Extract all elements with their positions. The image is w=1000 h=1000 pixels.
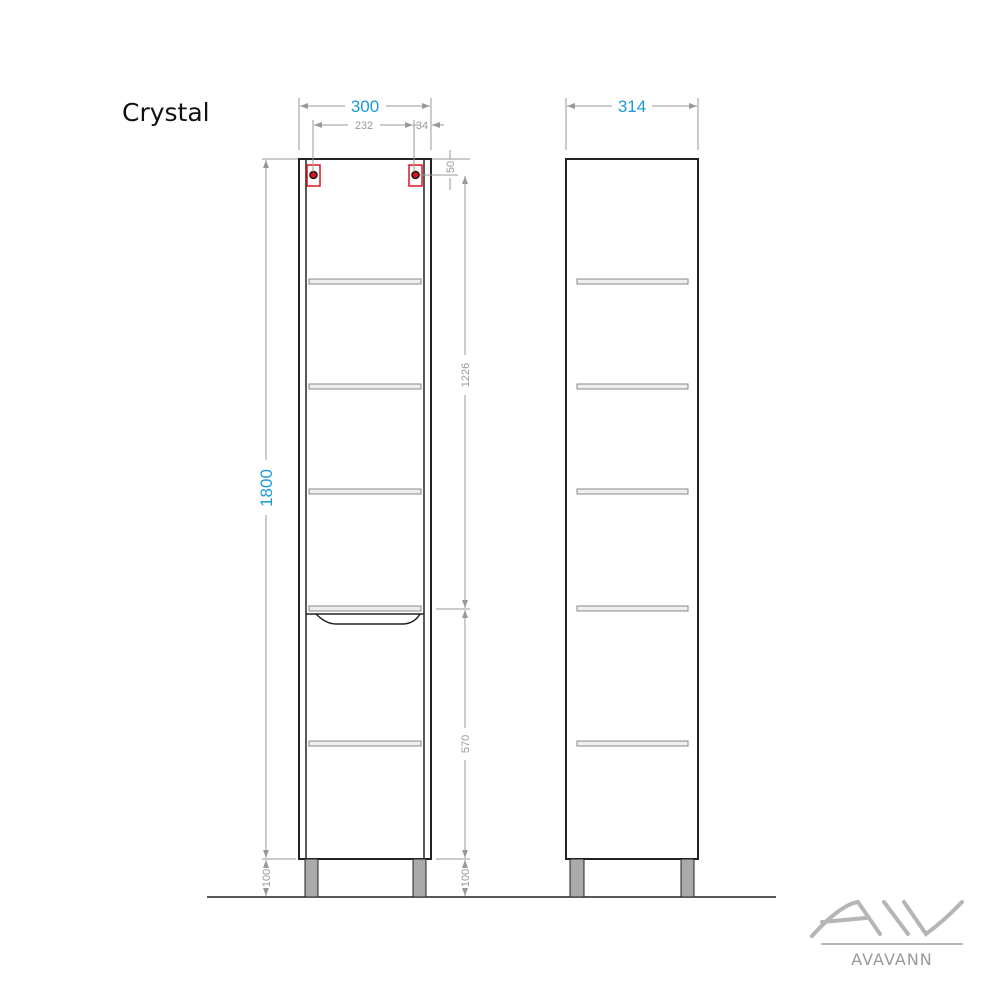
shelf: [576, 605, 689, 612]
brand-logo: [810, 899, 964, 945]
dim-leg-left: 100: [261, 869, 273, 887]
shelf: [308, 383, 422, 390]
leg: [412, 858, 427, 898]
front-view: [298, 158, 432, 898]
dim-front-width: 300: [351, 97, 379, 116]
dim-leg-right: 100: [460, 869, 472, 887]
shelf: [308, 488, 422, 495]
side-view: [565, 158, 699, 898]
leg: [569, 858, 585, 898]
shelf: [576, 488, 689, 495]
shelf: [308, 740, 422, 747]
leg: [680, 858, 695, 898]
product-title: Crystal: [122, 98, 210, 127]
shelf: [576, 383, 689, 390]
dim-lower-section: 570: [460, 735, 472, 753]
shelf: [576, 278, 689, 285]
shelf: [308, 605, 422, 612]
dim-total-height: 1800: [257, 469, 276, 507]
leg: [304, 858, 319, 898]
brand-name: AVAVANN: [851, 950, 933, 969]
shelf: [576, 740, 689, 747]
dim-hole-spacing: 232: [355, 120, 373, 132]
dim-upper-section: 1226: [460, 363, 472, 387]
dim-hole-offset-top: 50: [445, 161, 457, 173]
dim-side-depth: 314: [618, 97, 646, 116]
handle-cutout: [315, 613, 421, 625]
shelf: [308, 278, 422, 285]
dim-hole-offset-side: 34: [416, 120, 428, 132]
